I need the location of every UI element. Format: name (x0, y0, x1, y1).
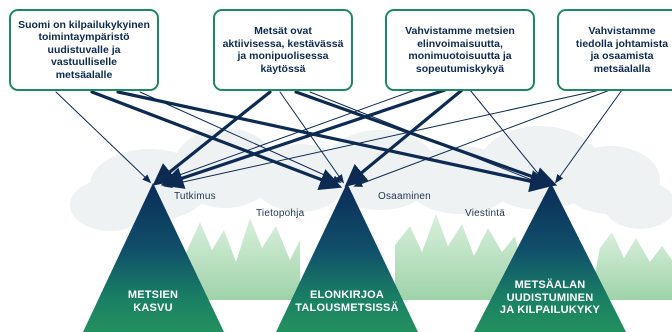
goal-box-forest-vitality: Vahvistamme metsien elinvoimaisuutta, mo… (385, 9, 535, 91)
peak-label-elonkirjoa: ELONKIRJOA TALOUSMETSISSÄ (295, 289, 399, 314)
goal-box-knowledge-leadership: Vahvistamme tiedolla johtamista ja osaam… (557, 9, 672, 91)
peak-label-metsien-kasvu: METSIEN KASVU (127, 289, 179, 314)
mountains (83, 183, 626, 332)
theme-label-osaaminen: Osaaminen (378, 191, 431, 202)
theme-label-tutkimus: Tutkimus (174, 191, 216, 202)
peak-metsaalan-uudistuminen (474, 183, 626, 332)
peak-label-metsaalan-uudistuminen: METSÄALAN UUDISTUMINEN JA KILPAILUKYKY (499, 279, 601, 316)
theme-label-viestinta: Viestintä (465, 208, 505, 219)
cloud-background (70, 126, 672, 231)
theme-label-tietopohja: Tietopohja (256, 208, 305, 219)
peak-elonkirjoa (276, 183, 418, 332)
connector-arrows (55, 88, 623, 193)
goal-box-competitive-environment: Suomi on kilpailukykyinen toimintaympäri… (9, 9, 159, 91)
peak-metsien-kasvu (83, 183, 224, 332)
goal-box-active-forest-use: Metsät ovat aktiivisessa, kestävässä ja … (213, 9, 353, 91)
